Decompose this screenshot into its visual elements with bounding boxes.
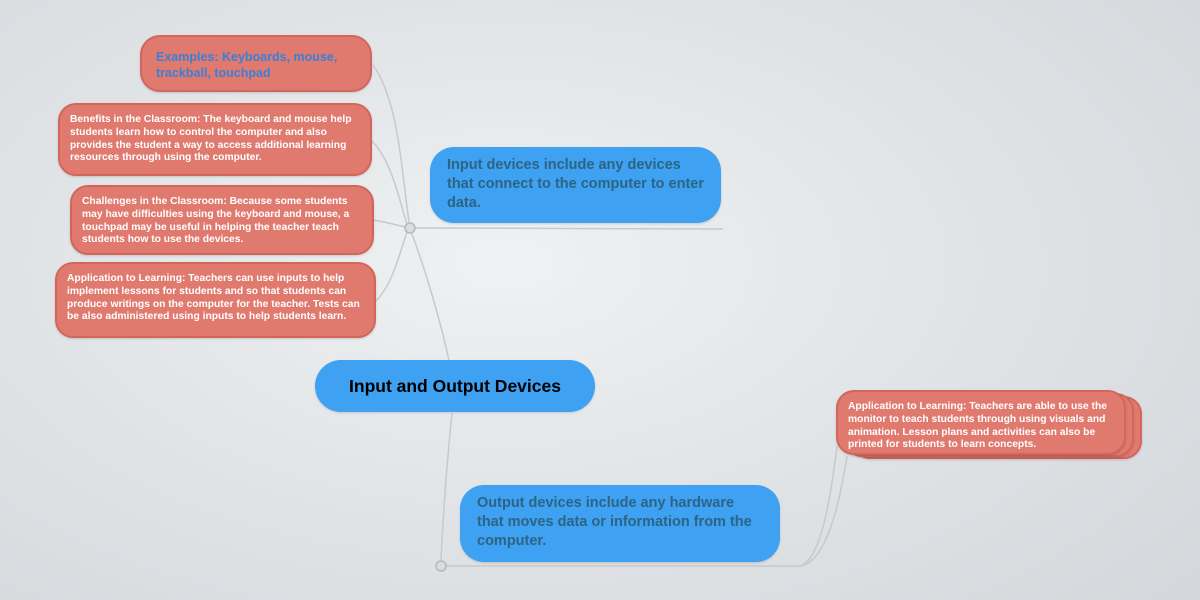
collapse-handle-input-branch[interactable] — [404, 222, 416, 234]
connector-central-to-output-junction — [440, 412, 453, 561]
node-benefits-classroom[interactable]: Benefits in the Classroom: The keyboard … — [58, 103, 372, 176]
connector-junction-to-input-node — [414, 227, 724, 230]
connector-output-to-application-output-stack — [799, 455, 848, 567]
node-challenges-classroom[interactable]: Challenges in the Classroom: Because som… — [70, 185, 374, 255]
node-application-output[interactable]: Application to Learning: Teachers are ab… — [836, 390, 1126, 455]
node-application-input[interactable]: Application to Learning: Teachers can us… — [55, 262, 376, 338]
node-central-title[interactable]: Input and Output Devices — [315, 360, 595, 412]
connector-output-to-application-output — [799, 445, 838, 567]
connector-junction-to-application-input — [375, 231, 408, 302]
collapse-handle-output-branch[interactable] — [435, 560, 447, 572]
connector-central-to-input-junction — [411, 233, 450, 362]
connector-junction-to-examples — [372, 64, 410, 223]
connector-junction-to-benefits — [371, 140, 408, 225]
node-output-devices[interactable]: Output devices include any hardware that… — [460, 485, 780, 562]
node-input-devices[interactable]: Input devices include any devices that c… — [430, 147, 721, 223]
node-examples[interactable]: Examples: Keyboards, mouse, trackball, t… — [140, 35, 372, 92]
connector-junction-to-challenges — [372, 219, 407, 228]
